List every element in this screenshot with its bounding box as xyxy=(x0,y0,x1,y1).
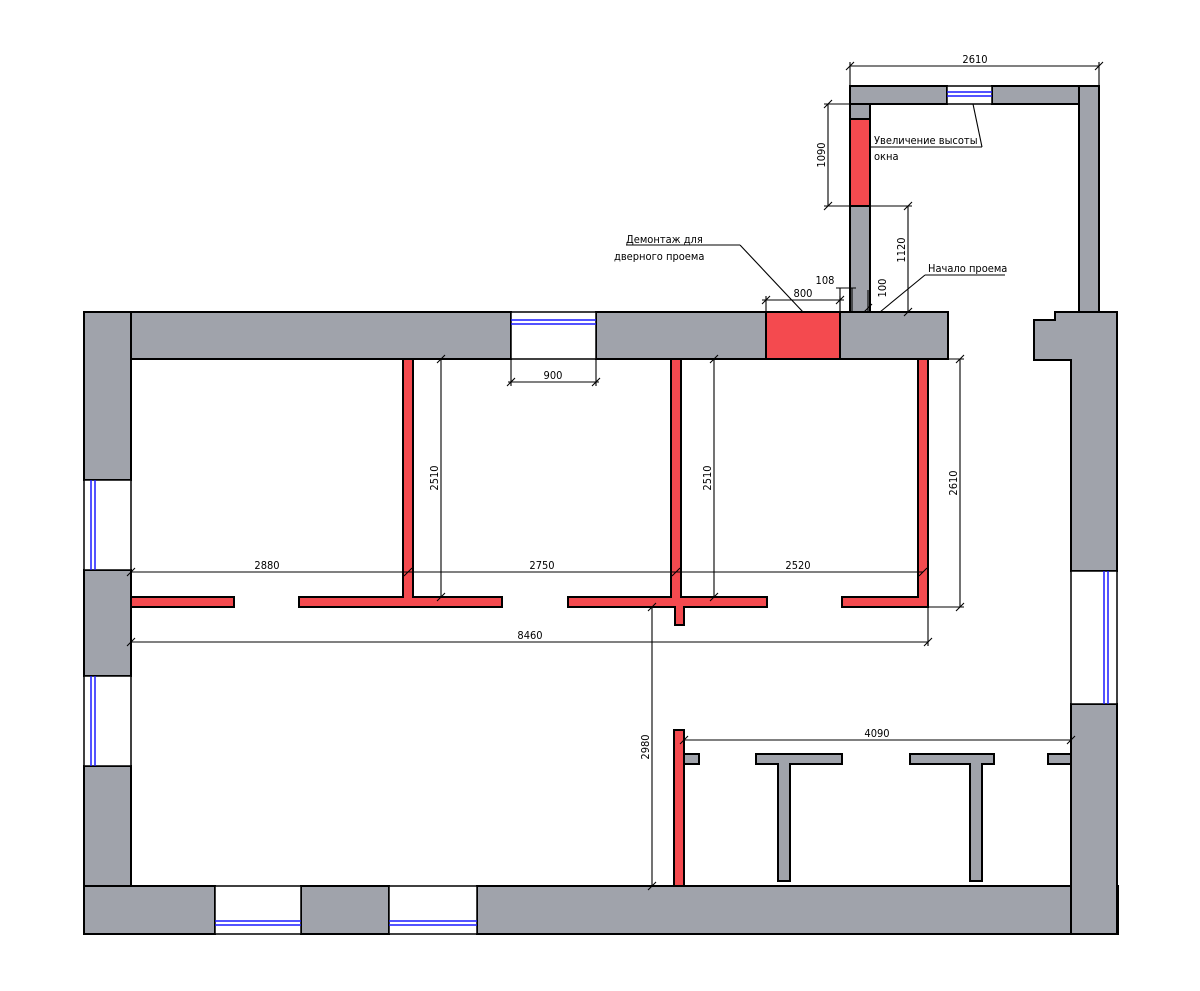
right-wall-lower xyxy=(1070,703,1118,935)
dim-room-width-2: 2750 xyxy=(529,559,554,572)
dim-lower-height: 2980 xyxy=(639,734,652,759)
annotation-notes: Увеличение высоты окна Демонтаж для двер… xyxy=(614,134,1007,275)
dim-door-width: 800 xyxy=(794,287,813,300)
left-wall-upper xyxy=(83,311,132,481)
left-wall-middle xyxy=(83,569,132,677)
partition-t-1 xyxy=(298,358,503,608)
fixture-cap-1 xyxy=(755,753,843,882)
top-wall-left xyxy=(83,311,512,360)
dim-partition-height-2: 2510 xyxy=(701,465,714,490)
dim-room-width-3: 2520 xyxy=(785,559,810,572)
dim-top-width: 2610 xyxy=(962,53,987,66)
window-right xyxy=(1070,570,1118,705)
partition-lower-vertical xyxy=(673,729,685,887)
dimension-labels: 2610 1090 1120 108 100 800 900 2510 2510… xyxy=(254,53,987,760)
annex-top-wall-left xyxy=(849,85,948,105)
window-left-lower xyxy=(83,675,132,767)
window-bottom-right xyxy=(388,885,478,935)
dim-window-height: 1090 xyxy=(815,142,828,167)
annex-window-raise xyxy=(849,118,871,207)
dim-partition-height-1: 2510 xyxy=(428,465,441,490)
fixture-stub-1 xyxy=(683,753,700,765)
dim-gap-100: 100 xyxy=(876,279,889,298)
note-opening-start: Начало проема xyxy=(928,262,1007,275)
partition-h-1 xyxy=(130,596,235,608)
note-door-demolition-1: Демонтаж для xyxy=(626,233,703,246)
right-wall-upper xyxy=(1033,311,1118,572)
top-wall-middle xyxy=(595,311,767,360)
window-annex xyxy=(946,85,993,105)
windows xyxy=(83,85,1118,935)
bottom-wall-right xyxy=(476,885,1119,935)
dim-room-width-1: 2880 xyxy=(254,559,279,572)
dim-partition-height-3: 2610 xyxy=(947,470,960,495)
window-bottom-left xyxy=(214,885,302,935)
note-window-raise-1: Увеличение высоты xyxy=(874,134,978,147)
bottom-wall-middle xyxy=(300,885,390,935)
window-left-upper xyxy=(83,479,132,571)
partition-l-3 xyxy=(841,358,929,608)
dim-opening-height: 1120 xyxy=(895,237,908,262)
bottom-wall-left xyxy=(83,885,216,935)
dim-total-width: 8460 xyxy=(517,629,542,642)
new-elements xyxy=(130,118,929,887)
fixture-cap-2 xyxy=(909,753,995,882)
dimension-lines xyxy=(126,61,1104,891)
dim-gap-108: 108 xyxy=(816,274,835,287)
existing-walls xyxy=(83,85,1119,935)
annex-left-wall-top xyxy=(849,103,871,120)
dim-window-width: 900 xyxy=(544,369,563,382)
dim-lower-width: 4090 xyxy=(864,727,889,740)
window-top xyxy=(510,311,597,360)
leader-lines xyxy=(626,103,1005,313)
note-door-demolition-2: дверного проема xyxy=(614,250,704,263)
note-window-raise-2: окна xyxy=(874,150,899,163)
partition-cross xyxy=(567,358,768,626)
annex-left-wall-lower xyxy=(849,205,871,313)
door-demolition-area xyxy=(765,311,841,360)
fixture-stub-2 xyxy=(1047,753,1072,765)
annex-right-wall xyxy=(1078,85,1100,313)
top-wall-right xyxy=(839,311,949,360)
